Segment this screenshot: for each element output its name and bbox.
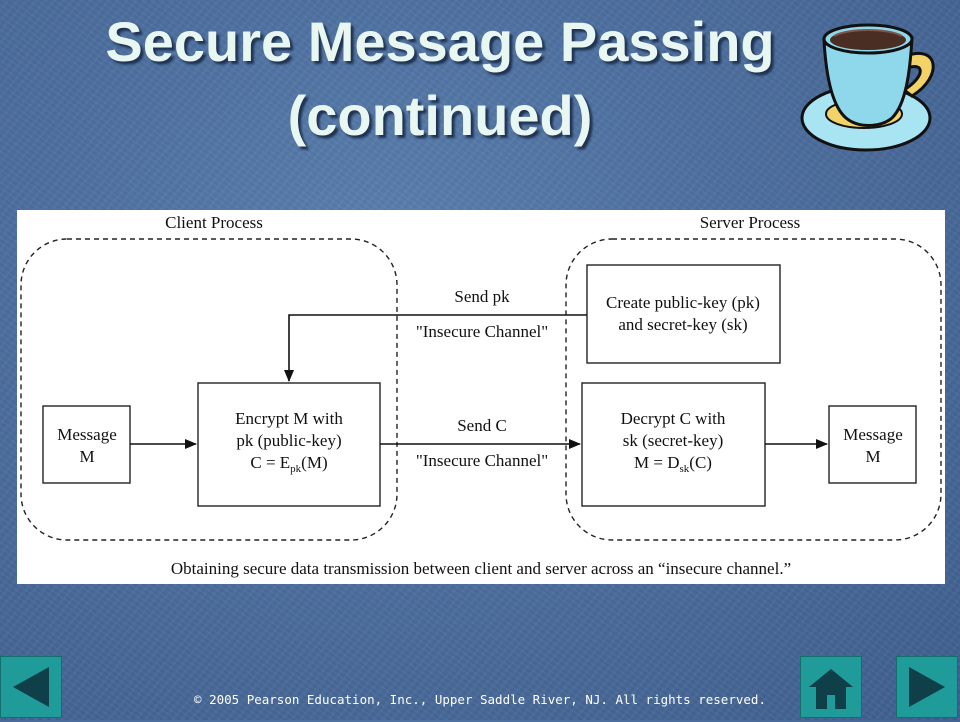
decrypt-formula-rhs: (C): [689, 453, 712, 472]
coffee-cup-icon: [800, 23, 935, 152]
send-pk-arrow: [284, 314, 587, 382]
message-right-line2: M: [865, 447, 880, 466]
decrypt-formula-lhs: M = D: [634, 453, 679, 472]
client-process-boundary: [20, 238, 398, 541]
encrypt-formula-rhs: (M): [301, 453, 327, 472]
home-icon: [809, 669, 853, 709]
message-right-line1: Message: [843, 425, 902, 444]
create-key-box: [586, 264, 781, 364]
figure-caption: Obtaining secure data transmission betwe…: [171, 559, 791, 578]
diagram-figure: Client Process Server Process Message M …: [17, 210, 945, 584]
home-button[interactable]: [800, 656, 862, 718]
decrypt-formula: M = Dsk(C): [634, 453, 712, 475]
server-process-label: Server Process: [700, 213, 801, 232]
encrypt-formula-sub: pk: [290, 463, 302, 475]
copyright-notice: © 2005 Pearson Education, Inc., Upper Sa…: [194, 692, 766, 707]
left-triangle-icon: [13, 667, 49, 707]
create-key-line1: Create public-key (pk): [606, 293, 760, 312]
decrypt-formula-sub: sk: [680, 463, 690, 475]
message-left-line2: M: [79, 447, 94, 466]
insecure-channel-label-bottom: "Insecure Channel": [416, 451, 548, 470]
client-process-label: Client Process: [165, 213, 263, 232]
decrypt-box: [581, 382, 766, 507]
encrypt-formula: C = Epk(M): [250, 453, 327, 475]
insecure-channel-label-top: "Insecure Channel": [416, 322, 548, 341]
right-triangle-icon: [909, 667, 945, 707]
send-pk-label: Send pk: [454, 287, 510, 306]
slide-title-line2: (continued): [287, 84, 593, 147]
encrypt-line1: Encrypt M with: [235, 409, 343, 428]
channel-label-bg-top: [399, 320, 565, 342]
previous-slide-button[interactable]: [0, 656, 62, 718]
slide-title-line1: Secure Message Passing: [105, 10, 775, 73]
next-slide-button[interactable]: [896, 656, 958, 718]
encrypt-box: [197, 382, 381, 507]
encrypt-formula-lhs: C = E: [250, 453, 290, 472]
message-box-right: [828, 405, 917, 484]
message-left-line1: Message: [57, 425, 116, 444]
send-c-label: Send C: [457, 416, 507, 435]
create-key-line2: and secret-key (sk): [618, 315, 747, 334]
message-box-left: [42, 405, 131, 484]
encrypt-line2: pk (public-key): [236, 431, 341, 450]
diagram-svg: Client Process Server Process Message M …: [20, 213, 942, 578]
server-process-boundary: [565, 238, 942, 541]
decrypt-line1: Decrypt C with: [621, 409, 726, 428]
channel-label-bg-bottom: [399, 449, 565, 471]
decrypt-line2: sk (secret-key): [623, 431, 724, 450]
